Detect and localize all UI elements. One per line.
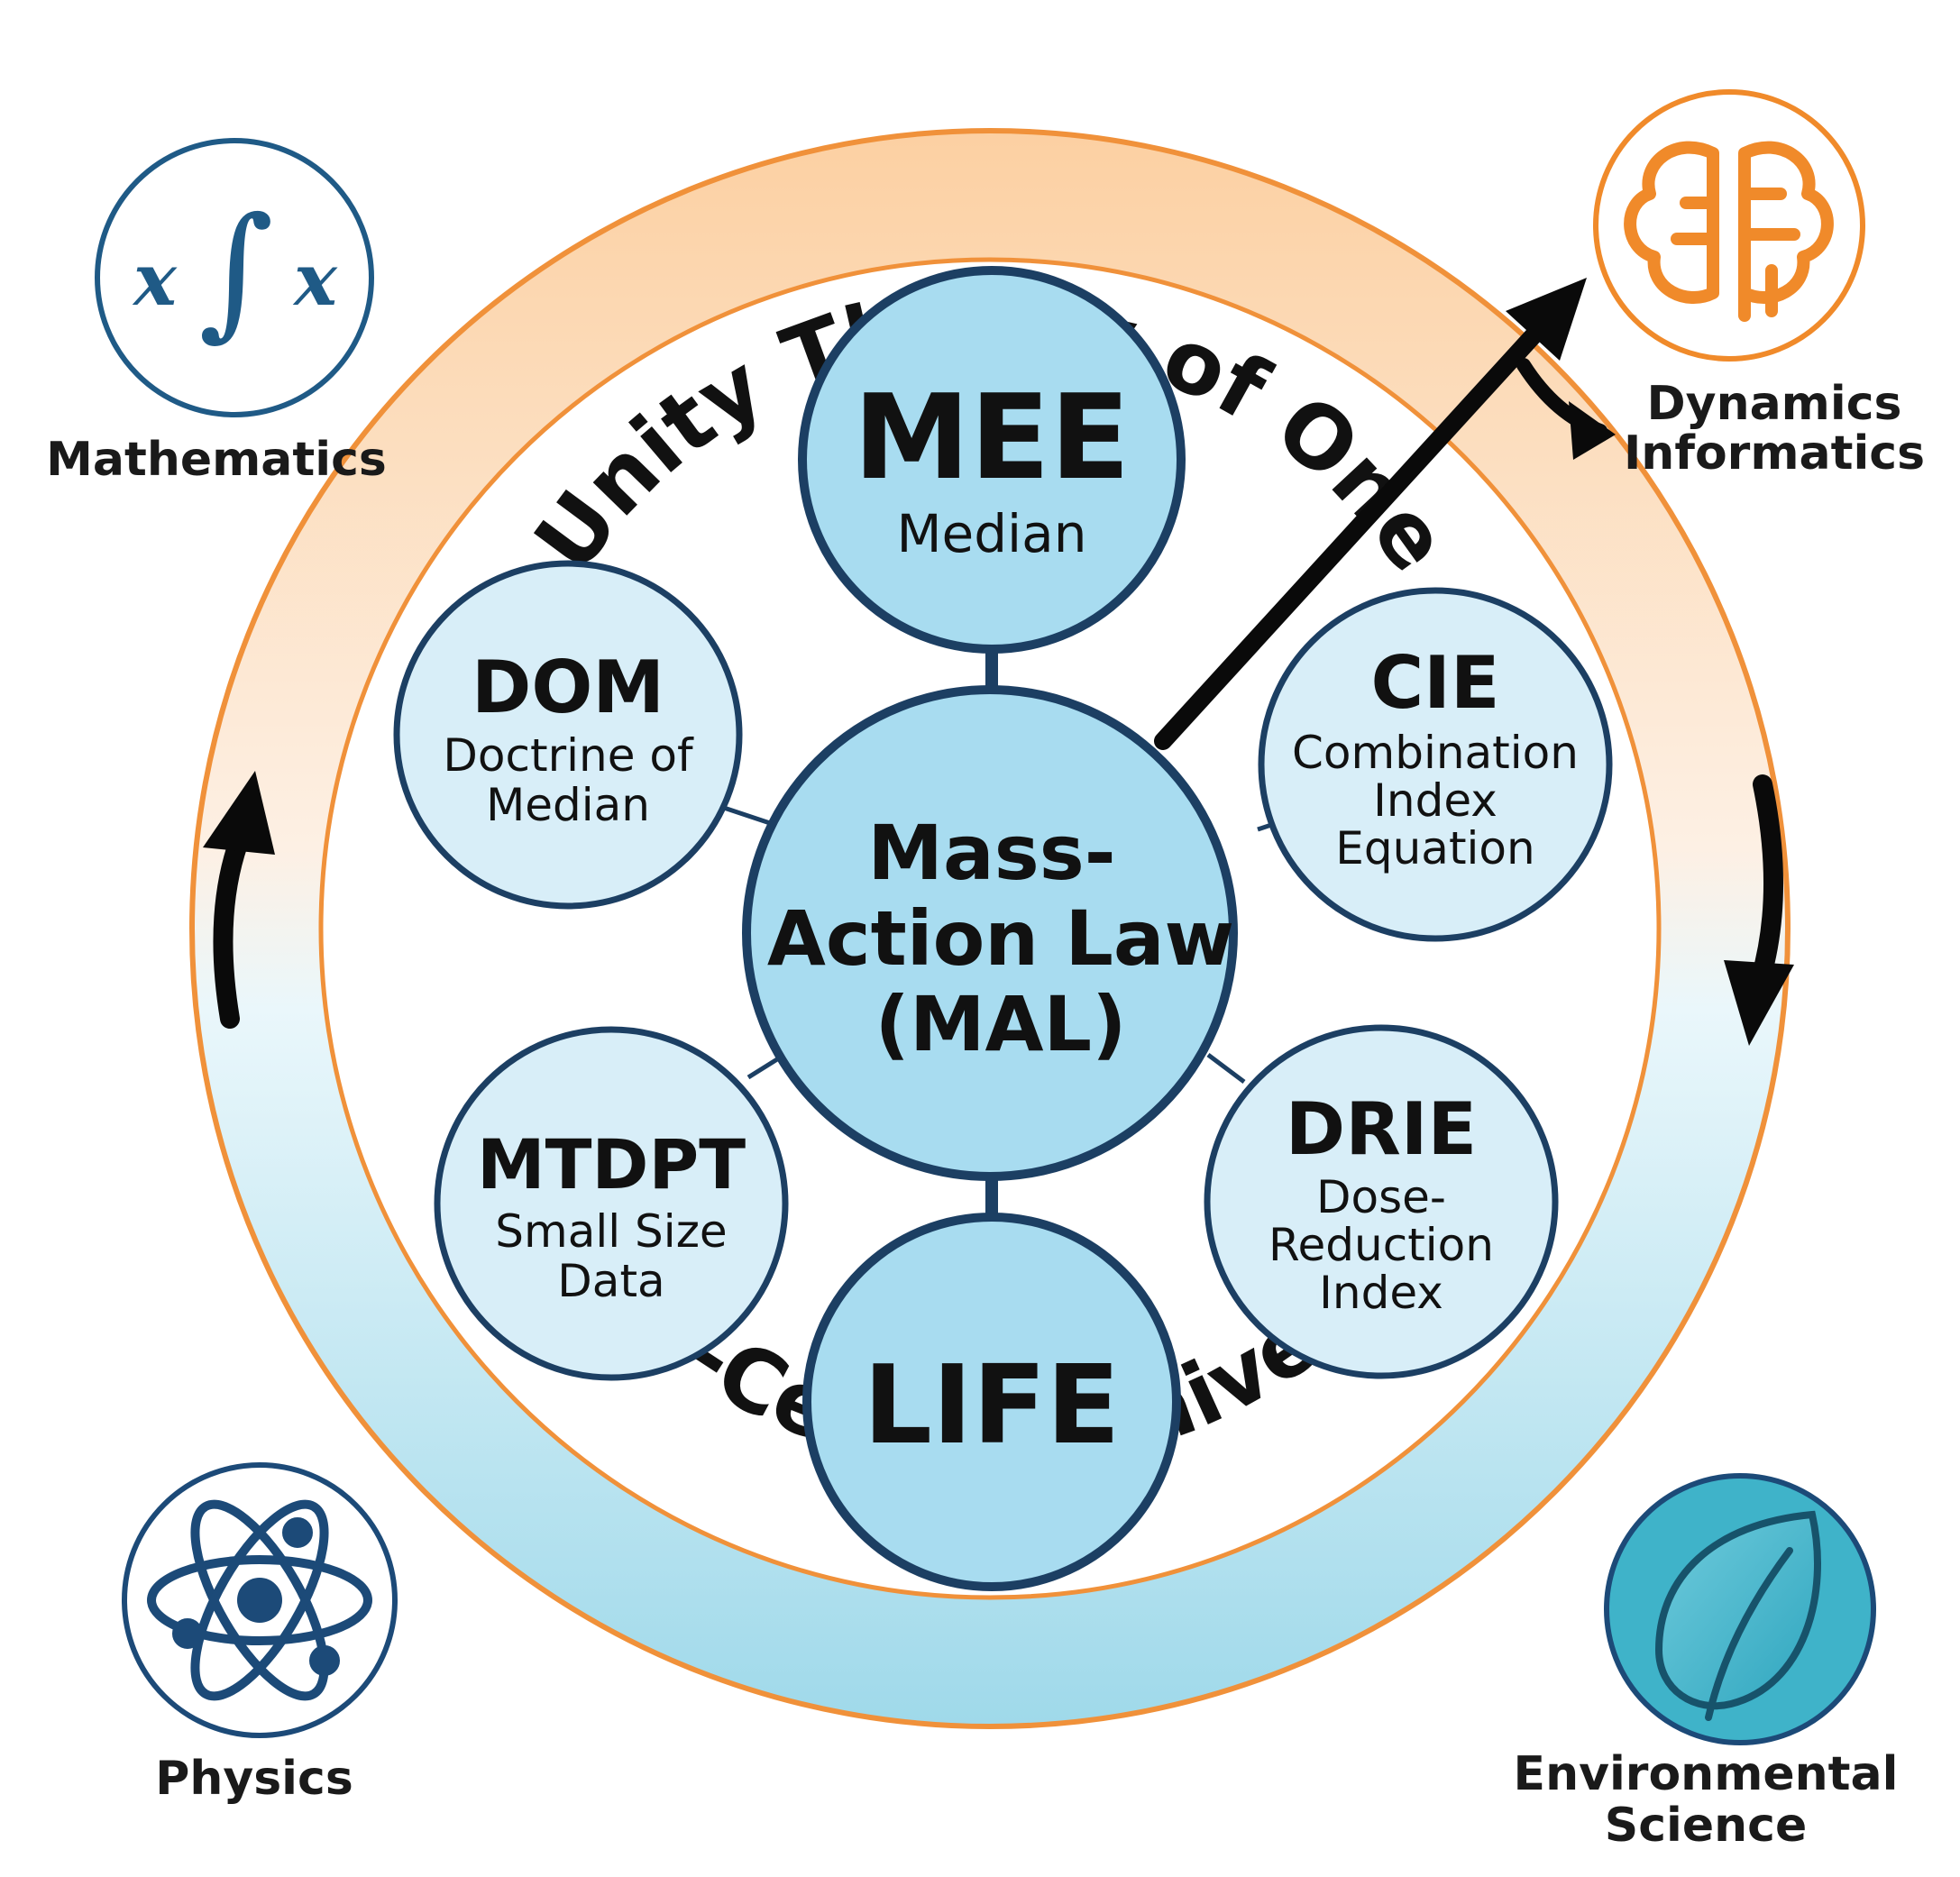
environmental-label-1: Science (1605, 1799, 1807, 1853)
center-line3: (MAL) (875, 980, 1127, 1068)
cycle-arrow-right-head (1724, 960, 1794, 1046)
node-mtdpt-sub-0: Small Size (495, 1205, 727, 1258)
mathematics-label: Mathematics (46, 433, 387, 487)
node-drie-sub-2: Index (1319, 1267, 1443, 1319)
node-mtdpt: MTDPT Small Size Data (434, 1026, 789, 1381)
node-cie: CIE Combination Index Equation (1258, 587, 1613, 942)
center-line2: Action Law (767, 894, 1234, 983)
node-dom: DOM Doctrine of Median (393, 560, 743, 910)
node-dom-sub-1: Median (486, 779, 650, 831)
svg-text:x: x (132, 237, 178, 322)
node-drie-sub-0: Dose- (1316, 1171, 1446, 1223)
branch-arrow-head (1569, 401, 1616, 460)
cycle-arrow-left (213, 824, 252, 1029)
node-dom-sub-0: Doctrine of (443, 729, 694, 782)
node-drie-sub-1: Reduction (1269, 1219, 1494, 1271)
corner-environmental: Environmental Science (1514, 1473, 1899, 1853)
node-cie-title: CIE (1370, 641, 1499, 725)
dynamics-label-0: Dynamics (1647, 377, 1902, 431)
node-drie-title: DRIE (1286, 1087, 1477, 1171)
node-life: LIFE (802, 1213, 1181, 1591)
diagonal-arrow-head (1506, 278, 1587, 361)
node-mee-title: MEE (854, 369, 1131, 506)
node-mee-sub-0: Median (897, 503, 1087, 564)
dynamics-label-1: Informatics (1624, 426, 1925, 481)
brain-icon (1624, 141, 1834, 322)
corner-mathematics: x ∫ x Mathematics (46, 138, 387, 487)
cycle-arrow-left-head (203, 771, 275, 855)
leaf-icon (1654, 1510, 1821, 1721)
node-dom-title: DOM (472, 646, 664, 729)
svg-text:∫: ∫ (198, 186, 273, 354)
diagonal-arrow (1154, 316, 1552, 750)
cycle-arrow-right (1751, 774, 1784, 988)
center-line1: Mass- (867, 809, 1115, 897)
svg-text:x: x (292, 237, 338, 322)
integral-icon: x ∫ x (132, 186, 338, 354)
atom-icon (147, 1499, 372, 1701)
node-cie-sub-1: Index (1373, 774, 1497, 827)
node-center-mal: Mass- Action Law (MAL) (742, 685, 1238, 1181)
node-mtdpt-title: MTDPT (477, 1124, 746, 1204)
node-cie-sub-0: Combination (1292, 727, 1579, 779)
node-cie-sub-2: Equation (1335, 822, 1534, 874)
node-drie: DRIE Dose- Reduction Index (1204, 1024, 1559, 1379)
node-mee: MEE Median (798, 266, 1186, 654)
environmental-label-0: Environmental (1514, 1747, 1899, 1801)
corner-physics: Physics (122, 1462, 398, 1806)
node-life-title: LIFE (863, 1343, 1120, 1469)
corner-dynamics: Dynamics Informatics (1593, 89, 1925, 481)
node-mtdpt-sub-1: Data (557, 1255, 664, 1307)
physics-label: Physics (155, 1752, 353, 1806)
